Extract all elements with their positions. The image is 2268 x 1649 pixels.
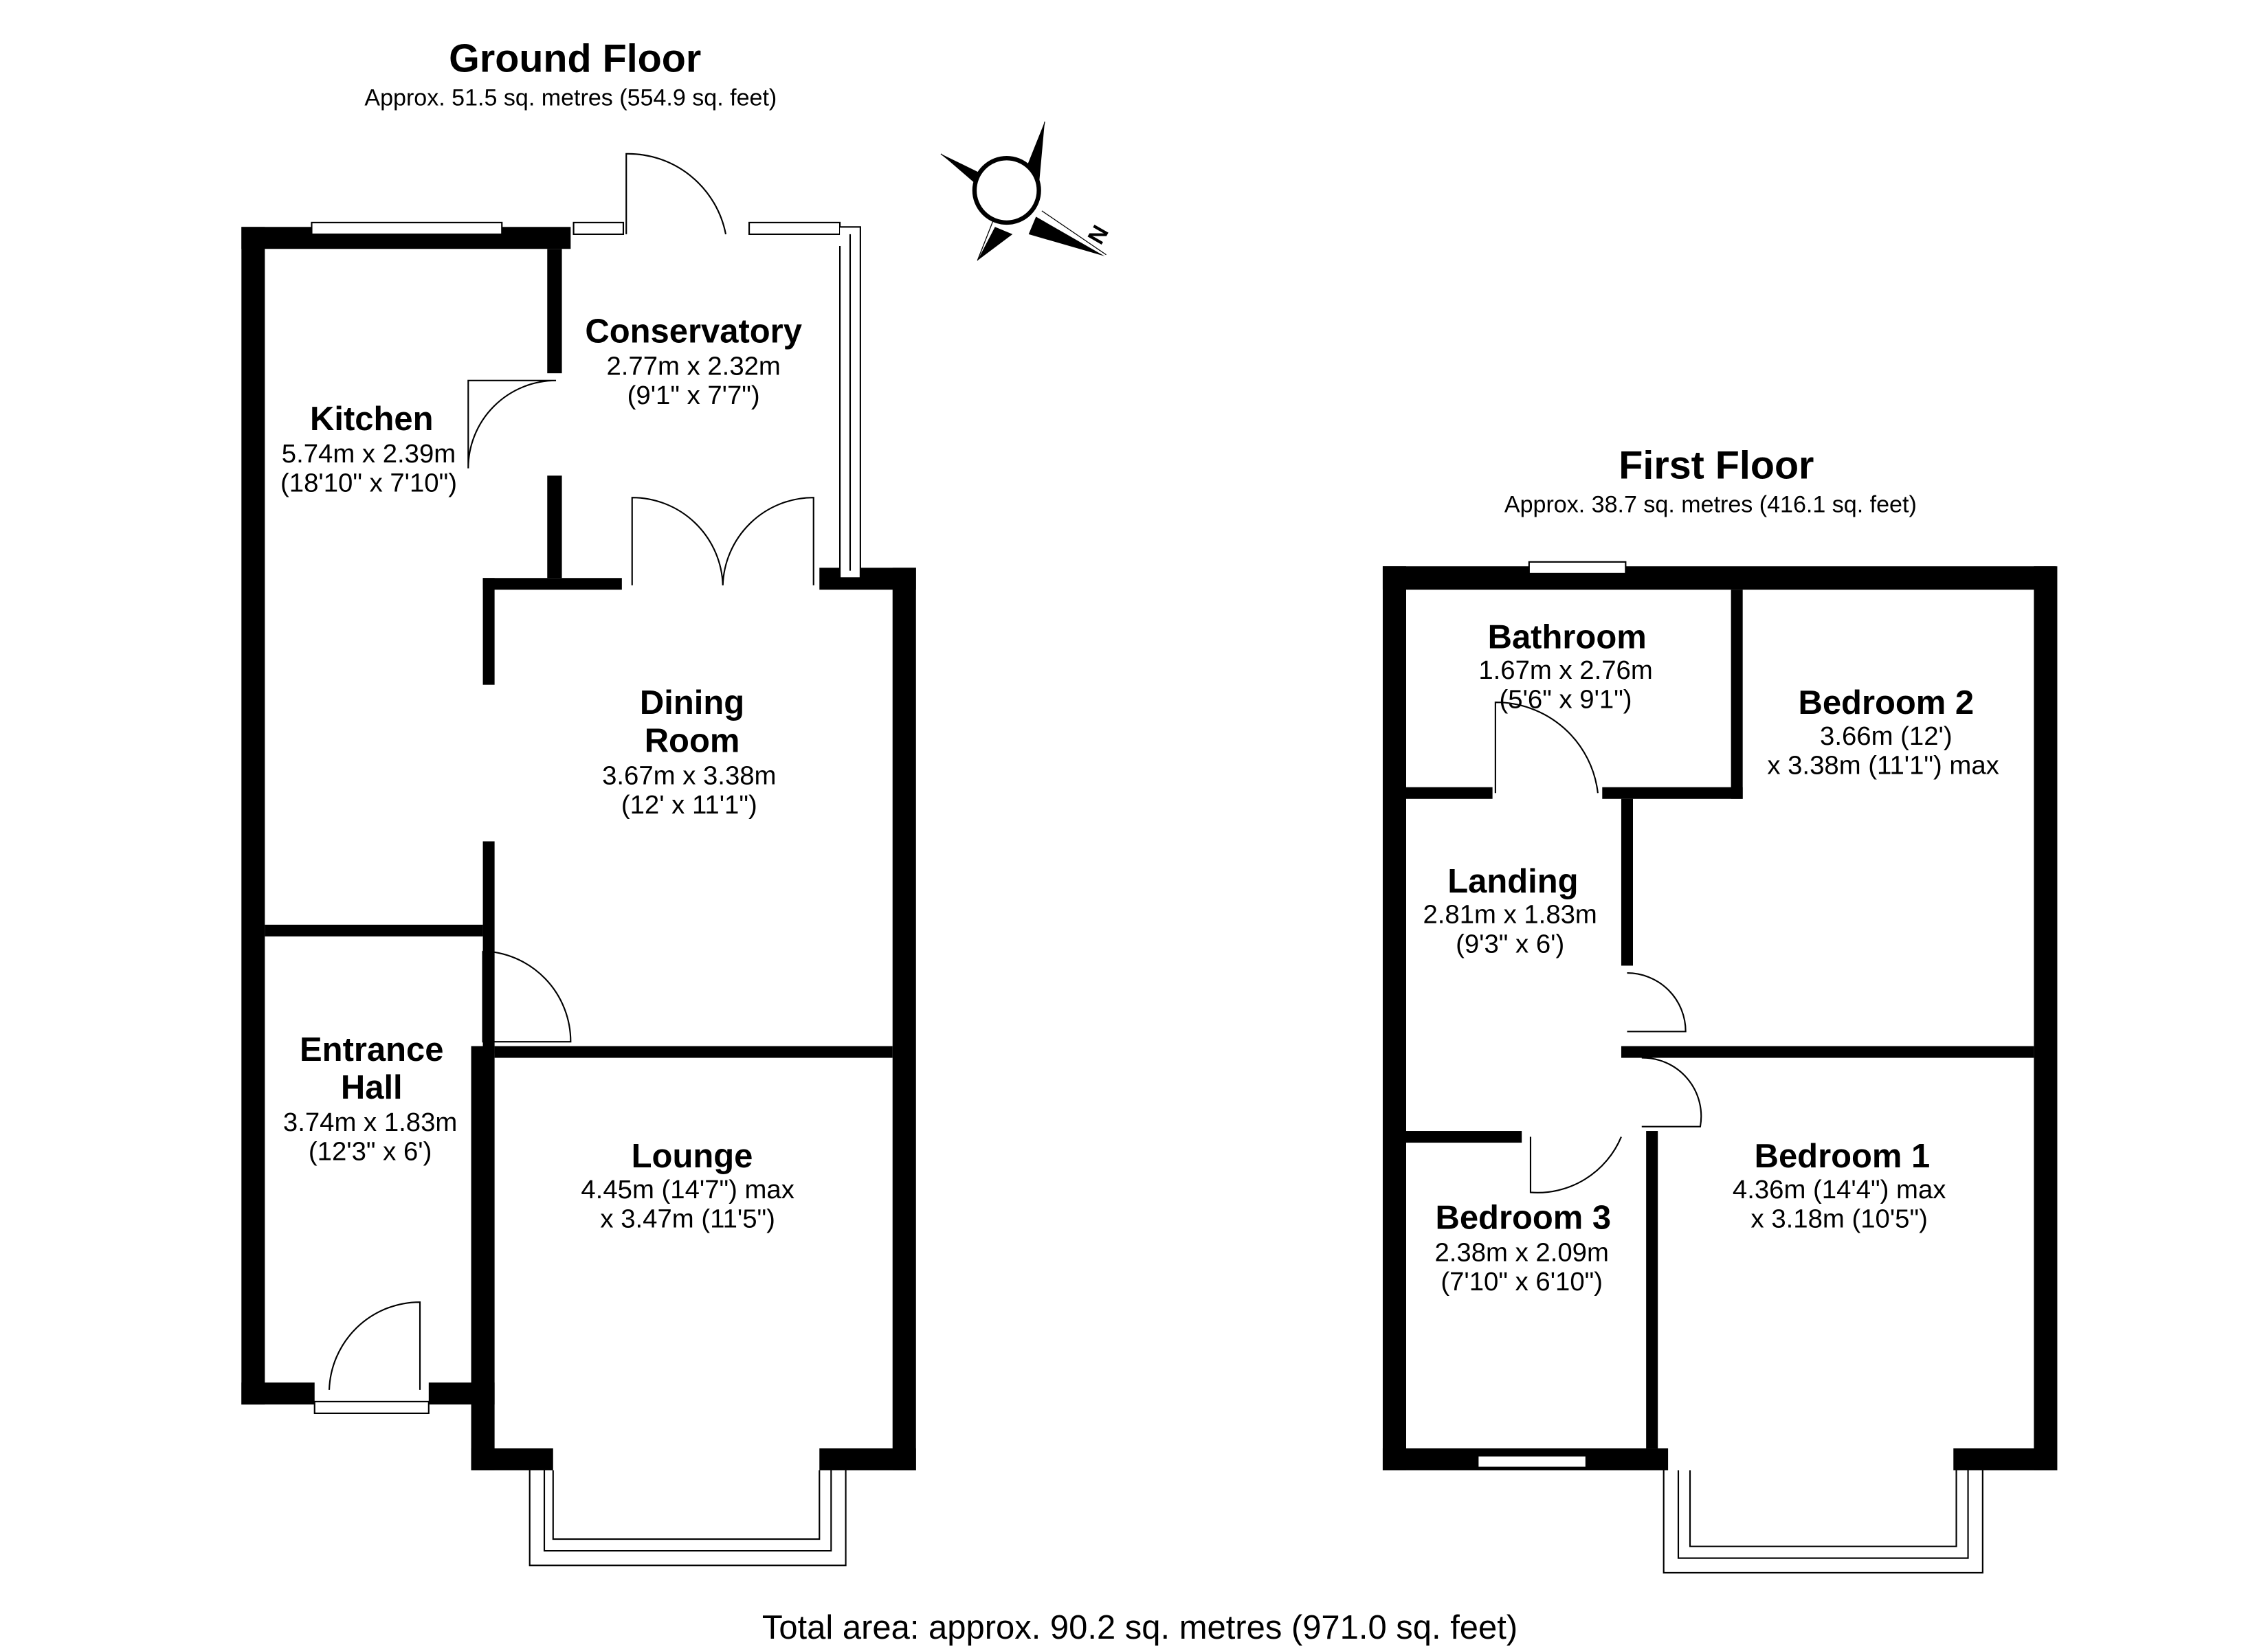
room-dims-metric: 2.77m x 2.32m <box>606 351 780 381</box>
room-name-line1: Dining <box>640 684 744 721</box>
room-dims-imperial: (5'6" x 9'1") <box>1500 685 1632 715</box>
room-conservatory: Conservatory 2.77m x 2.32m (9'1" x 7'7") <box>585 313 802 410</box>
room-dims-metric: 3.66m (12') <box>1820 721 1953 751</box>
room-name-line1: Entrance <box>300 1031 443 1068</box>
total-area: Total area: approx. 90.2 sq. metres (971… <box>762 1609 1517 1646</box>
room-bathroom: Bathroom 1.67m x 2.76m (5'6" x 9'1") <box>1478 618 1652 714</box>
compass-icon: N <box>940 121 1114 261</box>
ground-floor-walls <box>241 227 916 1470</box>
room-bedroom-1: Bedroom 1 4.36m (14'4") max x 3.18m (10'… <box>1733 1138 1946 1233</box>
room-name: Lounge <box>632 1138 753 1175</box>
room-dims-imperial: (9'3" x 6') <box>1456 929 1564 958</box>
room-dims-imperial: (7'10" x 6'10") <box>1441 1267 1603 1297</box>
room-dims-imperial: (18'10" x 7'10") <box>280 469 457 498</box>
room-dining-room: Dining Room 3.67m x 3.38m (12' x 11'1") <box>602 684 776 820</box>
room-name-line2: Room <box>645 723 740 760</box>
room-name: Bathroom <box>1488 618 1647 655</box>
ground-floor-title: Ground Floor <box>449 37 701 81</box>
room-name: Bedroom 2 <box>1798 684 1974 721</box>
ground-floor-windows <box>311 221 861 1567</box>
first-floor-doors <box>1494 702 1702 1193</box>
room-dims-imperial: (12'3" x 6') <box>309 1137 432 1167</box>
room-dims-metric: 3.74m x 1.83m <box>283 1108 457 1137</box>
first-floor-area: Approx. 38.7 sq. metres (416.1 sq. feet) <box>1504 491 1917 517</box>
room-name: Bedroom 3 <box>1435 1200 1611 1237</box>
ground-floor-area: Approx. 51.5 sq. metres (554.9 sq. feet) <box>364 85 777 111</box>
first-floor-walls <box>1382 566 2058 1470</box>
room-dims-metric: 1.67m x 2.76m <box>1478 655 1652 685</box>
room-landing: Landing 2.81m x 1.83m (9'3" x 6') <box>1423 863 1597 958</box>
first-floor-title: First Floor <box>1619 443 1814 487</box>
room-name: Landing <box>1447 863 1578 900</box>
room-lounge: Lounge 4.45m (14'7") max x 3.47m (11'5") <box>581 1138 794 1233</box>
room-bedroom-3: Bedroom 3 2.38m x 2.09m (7'10" x 6'10") <box>1434 1200 1611 1297</box>
room-kitchen: Kitchen 5.74m x 2.39m (18'10" x 7'10") <box>280 401 457 497</box>
room-dims-metric: 2.38m x 2.09m <box>1434 1238 1608 1268</box>
room-dims-imperial: x 3.47m (11'5") <box>600 1204 775 1234</box>
room-dims-metric: 4.45m (14'7") max <box>581 1175 794 1204</box>
room-name: Kitchen <box>310 401 434 438</box>
room-dims-imperial: x 3.18m (10'5") <box>1751 1204 1928 1234</box>
room-entrance-hall: Entrance Hall 3.74m x 1.83m (12'3" x 6') <box>283 1031 457 1167</box>
room-name: Conservatory <box>585 313 802 350</box>
room-dims-imperial: (9'1" x 7'7") <box>627 381 760 410</box>
first-floor-windows <box>1477 561 1983 1574</box>
room-dims-metric: 2.81m x 1.83m <box>1423 900 1597 930</box>
room-bedroom-2: Bedroom 2 3.66m (12') x 3.38m (11'1") ma… <box>1767 684 1999 780</box>
room-dims-metric: 3.67m x 3.38m <box>602 761 776 790</box>
room-dims-imperial: (12' x 11'1") <box>621 790 757 820</box>
room-dims-metric: 5.74m x 2.39m <box>282 439 456 469</box>
room-name-line2: Hall <box>341 1069 403 1106</box>
room-name: Bedroom 1 <box>1755 1138 1931 1175</box>
room-dims-imperial: x 3.38m (11'1") max <box>1767 751 1999 781</box>
compass-north-label: N <box>1083 221 1114 249</box>
ground-floor-doors <box>328 153 814 1390</box>
room-dims-metric: 4.36m (14'4") max <box>1733 1175 1946 1204</box>
